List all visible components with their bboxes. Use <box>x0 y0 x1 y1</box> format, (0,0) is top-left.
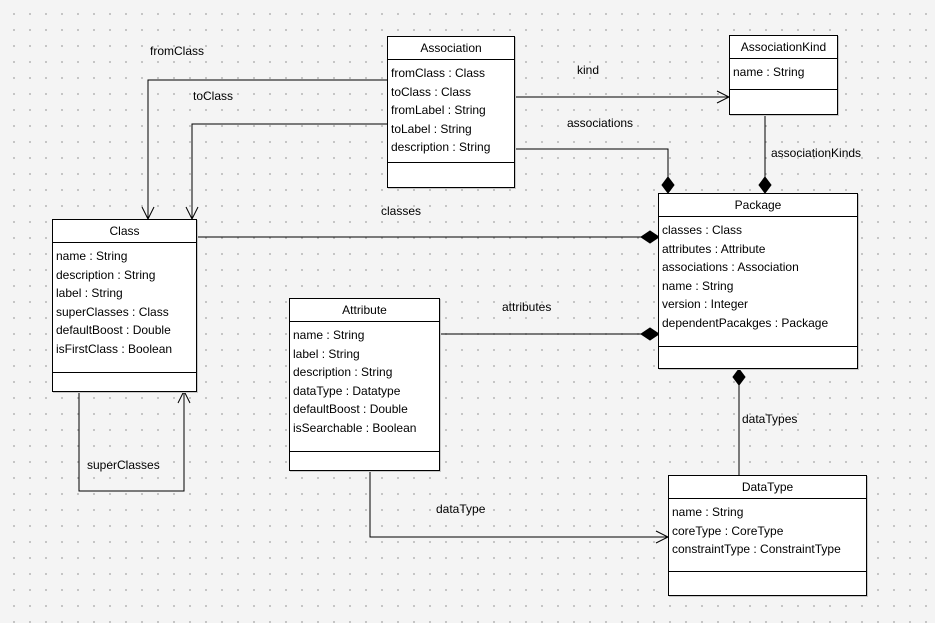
edge-label-attributes: attributes <box>502 300 552 314</box>
edge-label-data-type: dataType <box>436 502 486 516</box>
composition-diamond-association-kinds <box>758 176 772 194</box>
attribute: coreType : CoreType <box>672 523 784 538</box>
edge-label-kind: kind <box>577 63 600 77</box>
attribute-class-box[interactable]: Attribute name : String label : String d… <box>289 298 440 471</box>
attribute: toClass : Class <box>391 84 472 99</box>
edge-data-type <box>369 470 668 538</box>
attribute: label : String <box>293 346 360 361</box>
attribute: superClasses : Class <box>56 304 169 319</box>
attribute: isSearchable : Boolean <box>293 420 417 435</box>
association-kind-class-box[interactable]: AssociationKind name : String <box>729 35 838 115</box>
edge-label-to-class: toClass <box>193 89 234 103</box>
attribute: label : String <box>56 286 123 301</box>
attribute: attributes : Attribute <box>662 241 766 256</box>
class-name: AssociationKind <box>730 36 837 59</box>
composition-diamond-attributes <box>640 327 660 341</box>
class-name: Association <box>388 37 514 60</box>
attribute: classes : Class <box>662 223 743 237</box>
class-class-box[interactable]: Class name : String description : String… <box>52 219 197 392</box>
attribute: name : String <box>672 505 744 519</box>
attribute: fromLabel : String <box>391 103 486 118</box>
attribute: toLabel : String <box>391 121 472 136</box>
package-class-box[interactable]: Package classes : Class attributes : Att… <box>658 193 858 369</box>
attribute: defaultBoost : Double <box>56 323 171 338</box>
edge-label-data-types: dataTypes <box>742 412 798 426</box>
composition-diamond-data-types <box>732 368 746 386</box>
attribute: dataType : Datatype <box>293 383 401 398</box>
edge-from-class <box>147 79 388 219</box>
edge-label-associations: associations <box>567 116 634 130</box>
attribute: description : String <box>56 267 156 282</box>
data-type-class-box[interactable]: DataType name : String coreType : CoreTy… <box>668 475 867 596</box>
edge-to-class <box>191 123 388 219</box>
class-name: DataType <box>669 476 866 499</box>
edge-label-from-class: fromClass <box>150 44 205 58</box>
class-name: Class <box>53 220 196 243</box>
attribute: name : String <box>56 249 128 263</box>
attribute: name : String <box>662 278 734 293</box>
edge-label-classes: classes <box>381 204 422 218</box>
attribute: constraintType : ConstraintType <box>672 542 841 557</box>
attribute: name : String <box>293 328 365 342</box>
attribute: name : String <box>733 65 805 79</box>
edge-label-super-classes: superClasses <box>87 458 160 472</box>
attribute: dependentPacakges : Package <box>662 315 829 330</box>
attribute: isFirstClass : Boolean <box>56 341 173 356</box>
composition-diamond-associations <box>661 176 675 194</box>
association-class-box[interactable]: Association fromClass : Class toClass : … <box>387 36 515 188</box>
edge-associations <box>514 148 669 177</box>
edge-label-association-kinds: associationKinds <box>771 146 862 160</box>
class-name: Package <box>659 194 857 217</box>
attribute: fromClass : Class <box>391 66 486 80</box>
attribute: description : String <box>391 140 491 155</box>
attribute: description : String <box>293 365 393 380</box>
attribute: version : Integer <box>662 297 749 312</box>
attribute: associations : Association <box>662 260 799 275</box>
attribute: defaultBoost : Double <box>293 402 408 417</box>
composition-diamond-classes <box>640 230 660 244</box>
edge-super-classes <box>78 391 185 492</box>
class-name: Attribute <box>290 299 439 322</box>
